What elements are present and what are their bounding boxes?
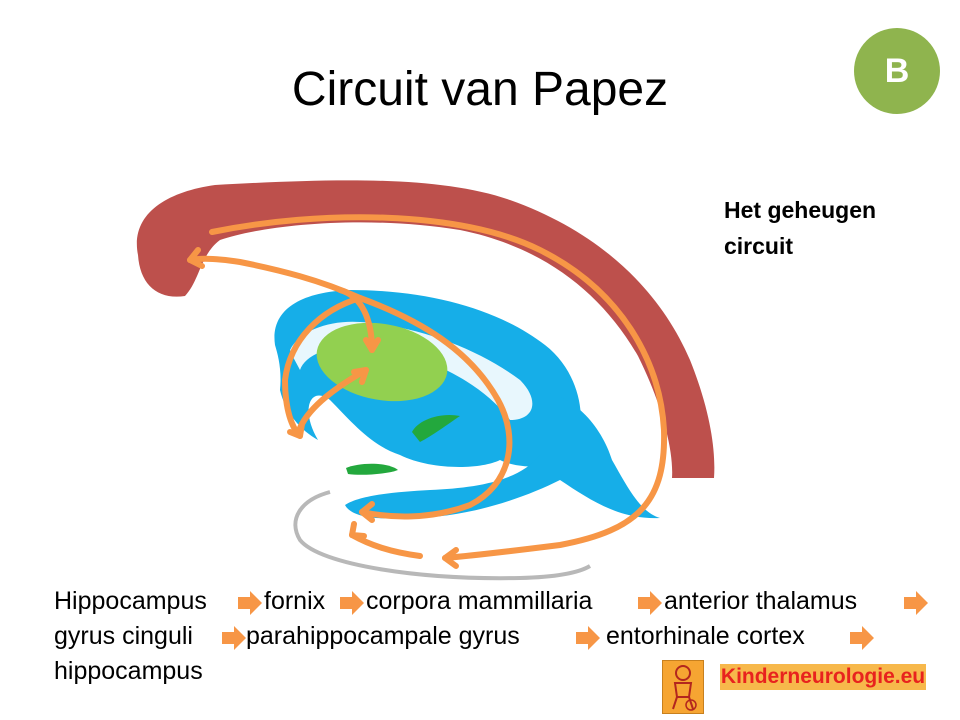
kinderneurologie-logo: Kinderneurologie.eu <box>662 660 932 714</box>
arrow-right-icon <box>238 591 262 615</box>
subtitle-line-2: circuit <box>724 233 794 259</box>
arrow-right-icon <box>222 626 246 650</box>
slide-title: Circuit van Papez <box>291 63 669 116</box>
term-parahippocampale-gyrus: parahippocampale gyrus <box>246 622 520 650</box>
diagram-subtitle: Het geheugen circuit <box>724 192 944 264</box>
mammillary-body-lower <box>346 463 398 475</box>
mammillary-body-upper <box>412 414 460 442</box>
term-corpora-mammillaria: corpora mammillaria <box>366 587 593 615</box>
ventricle-lower-horn <box>345 391 660 519</box>
term-entorhinale-cortex: entorhinale cortex <box>606 622 805 650</box>
person-icon <box>672 665 697 711</box>
arrow-right-icon <box>904 591 928 615</box>
slide-badge: B <box>854 28 940 114</box>
term-gyrus-cinguli: gyrus cinguli <box>54 622 193 650</box>
term-anterior-thalamus: anterior thalamus <box>664 587 858 615</box>
hippocampus-outline <box>293 490 592 581</box>
cingulate-gyrus <box>136 180 715 478</box>
logo-figure-icon <box>662 660 704 714</box>
chain-line-3: hippocampus <box>54 654 944 689</box>
term-fornix: fornix <box>264 587 326 615</box>
papez-pathway <box>187 214 668 569</box>
term-hippocampus-return: hippocampus <box>54 657 203 685</box>
term-hippocampus: Hippocampus <box>54 587 207 615</box>
arrow-right-icon <box>576 626 600 650</box>
chain-line-1: Hippocampus fornix corpora mammillaria a… <box>54 584 944 619</box>
arrow-right-icon <box>340 591 364 615</box>
chain-line-2: gyrus cinguli parahippocampale gyrus ent… <box>54 619 944 654</box>
subtitle-line-1: Het geheugen <box>724 197 877 223</box>
arrow-right-icon <box>638 591 662 615</box>
logo-text: Kinderneurologie.eu <box>720 664 926 690</box>
papez-chain-text: Hippocampus fornix corpora mammillaria a… <box>54 584 944 689</box>
arrow-right-icon <box>850 626 874 650</box>
